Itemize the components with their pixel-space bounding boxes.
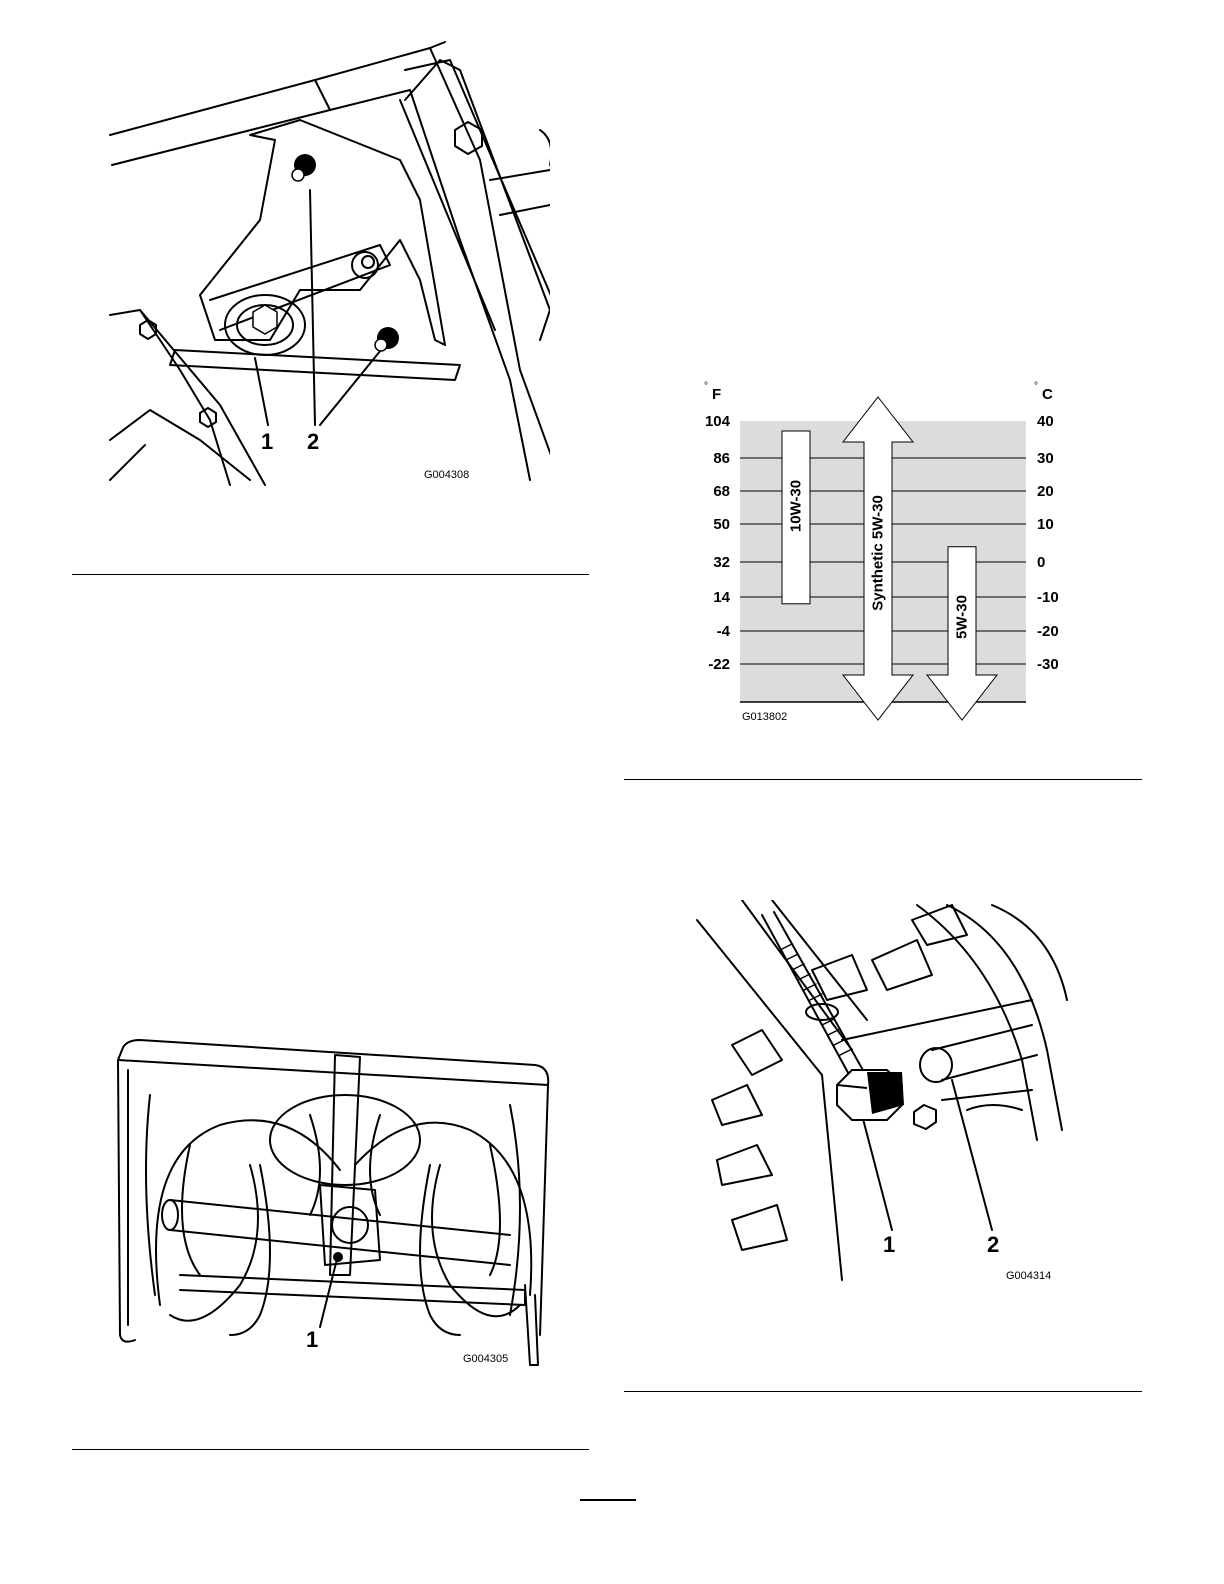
f-unit-label: F [712, 386, 721, 403]
figure-drain-plug [692, 900, 1072, 1285]
c-unit-label: C [1042, 386, 1053, 403]
figure-a-callout-1: 1 [261, 429, 273, 455]
figure-a-callout-2: 2 [307, 429, 319, 455]
c-tick-label: -10 [1037, 589, 1059, 606]
oil-viscosity-chart: ° F ° C 104 86 68 50 32 14 -4 -22 40 30 20 10 0 -10 -20 -30… [690, 375, 1090, 735]
f-tick-label: 86 [713, 450, 730, 467]
figure-bolt-detail [100, 40, 550, 490]
oil-chart-divider [624, 779, 1142, 780]
f-tick-label: 32 [713, 554, 730, 571]
f-tick-label: 50 [713, 516, 730, 533]
f-tick-label: 68 [713, 483, 730, 500]
figure-a-divider [72, 574, 589, 575]
oil-label-5w30: 5W-30 [954, 595, 971, 639]
figure-a-code: G004308 [424, 469, 469, 481]
oil-viscosity-chart-svg: ° F ° C 104 86 68 50 32 14 -4 -22 40 30 20 10 0 -10 -20 -30… [690, 375, 1090, 735]
figure-c-divider [624, 1391, 1142, 1392]
f-tick-label: -4 [717, 623, 731, 640]
page-number-rule [580, 1499, 636, 1501]
c-tick-label: 20 [1037, 483, 1054, 500]
oil-label-10w30: 10W-30 [788, 480, 805, 532]
f-degree-symbol: ° [704, 381, 708, 392]
c-tick-label: 30 [1037, 450, 1054, 467]
c-tick-label: -30 [1037, 656, 1059, 673]
oil-label-synthetic-5w30: Synthetic 5W-30 [870, 495, 887, 611]
f-tick-label: 14 [713, 589, 730, 606]
figure-auger-housing [110, 1035, 560, 1375]
figure-c-callout-1: 1 [883, 1232, 895, 1258]
c-degree-symbol: ° [1034, 381, 1038, 392]
f-tick-label: -22 [708, 656, 730, 673]
figure-b-divider [72, 1449, 589, 1450]
oil-chart-code: G013802 [742, 711, 787, 723]
f-tick-label: 104 [705, 413, 731, 430]
figure-c-code: G004314 [1006, 1270, 1051, 1282]
figure-b-code: G004305 [463, 1353, 508, 1365]
c-tick-label: -20 [1037, 623, 1059, 640]
figure-c-callout-2: 2 [987, 1232, 999, 1258]
c-tick-label: 10 [1037, 516, 1054, 533]
c-tick-label: 40 [1037, 413, 1054, 430]
c-tick-label: 0 [1037, 554, 1045, 571]
figure-b-callout-1: 1 [306, 1327, 318, 1353]
